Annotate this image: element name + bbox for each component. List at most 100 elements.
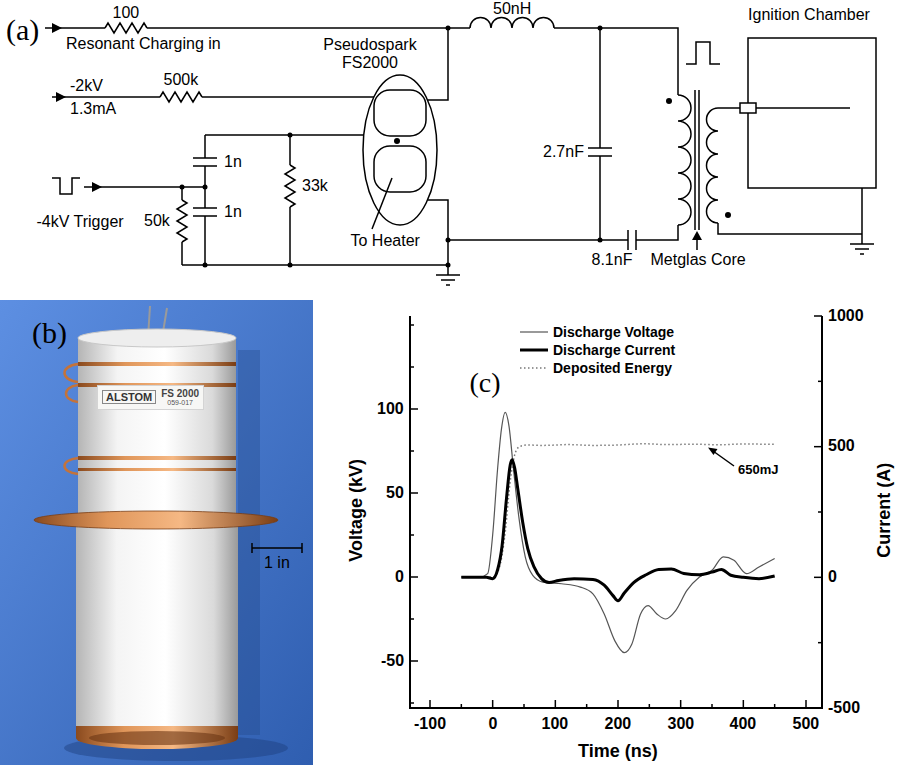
- tube-photo: [76, 727, 238, 749]
- tube-node: Pseudospark FS2000: [318, 34, 442, 230]
- tick-label: 400: [730, 715, 757, 733]
- tick-label: -50: [381, 652, 404, 670]
- axis-tick: [410, 324, 414, 326]
- tube-photo: [65, 364, 79, 474]
- arrowheads-and-dots: [598, 26, 603, 31]
- legend-entry: Discharge Voltage: [553, 324, 674, 340]
- annotation-arrowhead: [708, 448, 718, 456]
- tube-photo: [0, 300, 313, 765]
- axis-tick: [410, 408, 418, 410]
- signal-name: 1.3mA: [70, 100, 116, 118]
- legend-samples: [520, 332, 548, 368]
- axis-tick: [818, 511, 822, 513]
- axis-tick: [617, 700, 619, 708]
- tick-label: -500: [828, 699, 860, 717]
- legend-entry: Discharge Current: [553, 342, 675, 358]
- current-curve: [461, 460, 774, 601]
- wire: [428, 200, 448, 275]
- arrowheads-and-dots: [52, 23, 731, 268]
- arrowheads-and-dots: [203, 263, 208, 268]
- resistor-symbol: [177, 200, 187, 242]
- resistor-symbol: [105, 23, 147, 33]
- axis-tick: [429, 700, 431, 708]
- axis-tick: [555, 700, 557, 708]
- axis-tick: [818, 381, 822, 383]
- transformer-primary: [678, 95, 691, 225]
- component-value: 2.7nF: [543, 143, 584, 161]
- chamber-outline: [736, 6, 882, 192]
- axis-tick: [814, 707, 822, 709]
- voltage-curve: [461, 412, 774, 652]
- wire: [202, 96, 374, 98]
- tube-photo: [78, 456, 236, 460]
- tube-photo: [76, 520, 238, 734]
- component-value: 8.1nF: [592, 251, 633, 269]
- part-name: Metglas Core: [651, 251, 746, 269]
- tick-label: 100: [377, 400, 404, 418]
- transformer-core: [695, 90, 699, 230]
- model-number: FS 2000: [161, 388, 199, 399]
- axis-title: Current (A): [874, 462, 895, 557]
- resistor-symbol: [160, 92, 202, 102]
- panel-label: (c): [470, 367, 501, 399]
- legend-entry: Deposited Energy: [553, 360, 672, 376]
- inductor-symbol: [470, 18, 554, 29]
- ground-symbol: [850, 244, 874, 254]
- ground-symbol: [436, 275, 460, 285]
- scale-label: 1 in: [264, 554, 290, 572]
- tube-photo: [0, 300, 313, 765]
- signal-name: -2kV: [70, 77, 103, 95]
- signal-name: -4kV Trigger: [37, 213, 124, 231]
- tube-photo: [89, 731, 225, 745]
- tick-label: 0: [395, 568, 404, 586]
- arrowheads-and-dots: [52, 23, 62, 33]
- arrowheads-and-dots: [180, 185, 185, 190]
- axis-tick: [680, 700, 682, 708]
- panel-label: (a): [6, 13, 39, 48]
- axis-tick: [814, 315, 822, 317]
- component-value: 33k: [302, 177, 328, 195]
- legend-line-sample: [520, 331, 548, 332]
- tube-name: Pseudospark FS2000: [318, 36, 422, 71]
- wire: [52, 96, 160, 98]
- wire: [718, 108, 862, 244]
- arrowheads-and-dots: [666, 98, 672, 104]
- tube-photo: [78, 329, 236, 347]
- axis-tick: [410, 534, 414, 536]
- tube-photo: [78, 468, 236, 471]
- arrowheads-and-dots: [203, 185, 208, 190]
- annotation-arrow: [713, 451, 734, 466]
- signal-name: To Heater: [351, 232, 420, 250]
- axis-tick: [410, 702, 414, 704]
- axis-title: Voltage (kV): [346, 459, 367, 562]
- tick-label: 1000: [828, 307, 864, 325]
- tube-photo: [78, 338, 236, 522]
- axis-title: Time (ns): [578, 741, 658, 762]
- axis-tick: [492, 700, 494, 708]
- tick-label: 100: [542, 715, 569, 733]
- legend-line-sample: [520, 367, 548, 369]
- resistor-symbol: [285, 165, 295, 207]
- brand-logo: ALSTOM: [102, 390, 156, 404]
- wire: [554, 28, 678, 95]
- axis-tick: [410, 576, 418, 578]
- component-value: 500k: [164, 71, 199, 89]
- arrowheads-and-dots: [56, 92, 66, 102]
- arrowheads-and-dots: [446, 238, 451, 243]
- scale-bar: [252, 543, 302, 553]
- tick-label: 50: [386, 484, 404, 502]
- tube-photo: [238, 350, 260, 735]
- axis-tick: [805, 700, 807, 708]
- signal-name: Resonant Charging in: [66, 35, 221, 53]
- component-value: 50nH: [493, 0, 531, 18]
- wire: [428, 28, 448, 100]
- axis-tick: [774, 704, 776, 708]
- arrowheads-and-dots: [692, 231, 702, 240]
- axis-tick: [410, 660, 418, 662]
- wire: [147, 27, 470, 29]
- tick-label: 200: [605, 715, 632, 733]
- axis-tick: [814, 446, 822, 448]
- panel-label: (b): [32, 316, 67, 351]
- chamber-name: Ignition Chamber: [736, 6, 882, 24]
